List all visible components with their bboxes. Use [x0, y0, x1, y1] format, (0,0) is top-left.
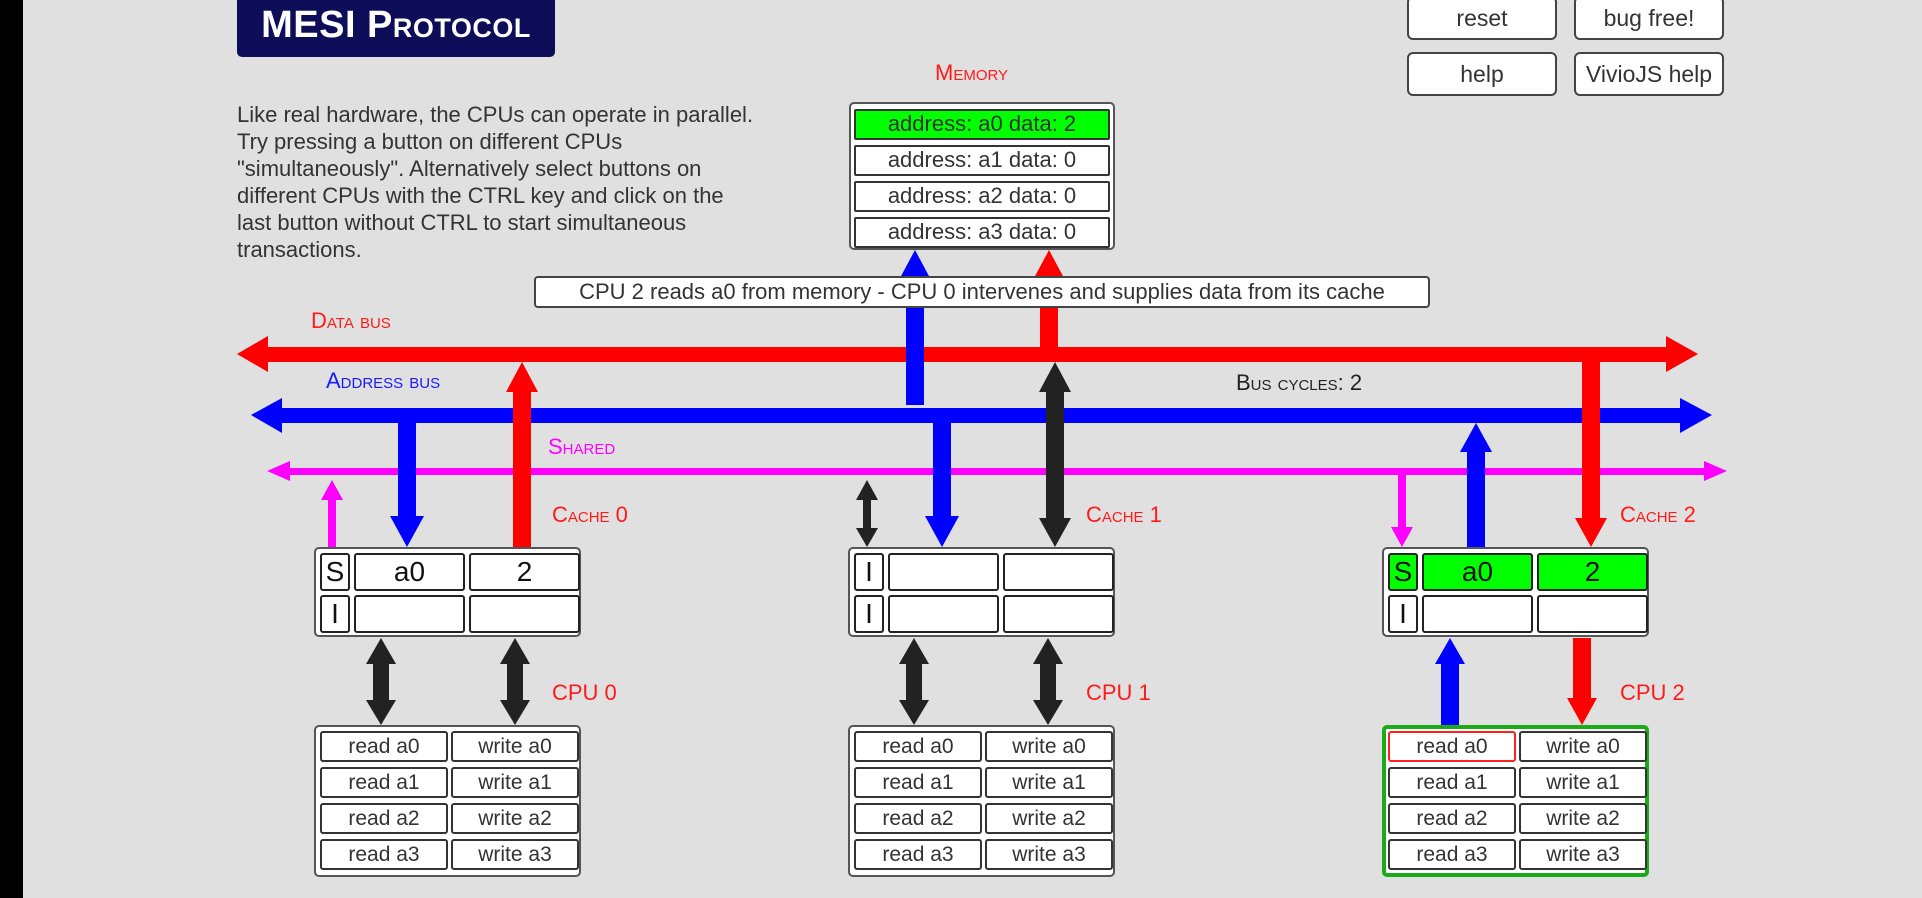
memory-row: address: a2 data: 0: [854, 181, 1110, 212]
memory-row: address: a0 data: 2: [854, 109, 1110, 140]
cache-data: 2: [469, 553, 580, 591]
cpu2-write-a2-button[interactable]: write a2: [1519, 803, 1647, 834]
cache-address: [1422, 595, 1533, 633]
viviojs-help-button[interactable]: VivioJS help: [1574, 52, 1724, 96]
cpu1-read-a3-button[interactable]: read a3: [854, 839, 982, 870]
bug-free-button[interactable]: bug free!: [1574, 0, 1724, 40]
cpu0-read-a2-button[interactable]: read a2: [320, 803, 448, 834]
cache-address: [888, 553, 999, 591]
cache1-label: Cache 1: [1086, 502, 1162, 527]
cache-state: I: [854, 553, 884, 591]
memory-row: address: a3 data: 0: [854, 217, 1110, 248]
description-text: Like real hardware, the CPUs can operate…: [237, 102, 754, 262]
address-bus-label: Address bus: [326, 368, 441, 393]
cache-data: [469, 595, 580, 633]
cpu-1-panel: read a0 write a0 read a1 write a1 read a…: [848, 725, 1115, 877]
cpu-0-panel: read a0 write a0 read a1 write a1 read a…: [314, 725, 581, 877]
cpu0-label: CPU 0: [552, 680, 617, 705]
cpu1-read-a2-button[interactable]: read a2: [854, 803, 982, 834]
cpu2-read-a1-button[interactable]: read a1: [1388, 767, 1516, 798]
cpu2-read-a0-button[interactable]: read a0: [1388, 731, 1516, 762]
shared-label: Shared: [548, 434, 616, 459]
cache0-label: Cache 0: [552, 502, 628, 527]
help-button[interactable]: help: [1407, 52, 1557, 96]
cache-state: S: [1388, 553, 1418, 591]
bus-cycles-counter: Bus cycles: 2: [1236, 370, 1363, 395]
cache-data: [1537, 595, 1648, 633]
cache-0: S a0 2 I: [314, 547, 581, 637]
reset-button[interactable]: reset: [1407, 0, 1557, 40]
cache-line: S a0 2: [1388, 553, 1648, 591]
cache-address: a0: [1422, 553, 1533, 591]
memory-panel: address: a0 data: 2 address: a1 data: 0 …: [849, 102, 1115, 250]
cpu1-read-a0-button[interactable]: read a0: [854, 731, 982, 762]
cpu2-read-a2-button[interactable]: read a2: [1388, 803, 1516, 834]
cpu-2-panel: read a0 write a0 read a1 write a1 read a…: [1382, 725, 1649, 877]
cpu0-write-a3-button[interactable]: write a3: [451, 839, 579, 870]
cache-address: [888, 595, 999, 633]
cpu0-read-a1-button[interactable]: read a1: [320, 767, 448, 798]
cpu2-read-a3-button[interactable]: read a3: [1388, 839, 1516, 870]
cache-line: I: [854, 595, 1114, 633]
transaction-message: CPU 2 reads a0 from memory - CPU 0 inter…: [534, 276, 1430, 308]
cache-line: I: [1388, 595, 1648, 633]
cache-state: I: [854, 595, 884, 633]
cpu2-write-a1-button[interactable]: write a1: [1519, 767, 1647, 798]
cache-data: 2: [1537, 553, 1648, 591]
cache-line: I: [320, 595, 580, 633]
cache-state: S: [320, 553, 350, 591]
cache2-label: Cache 2: [1620, 502, 1696, 527]
memory-label: Memory: [935, 60, 1009, 85]
cache-address: a0: [354, 553, 465, 591]
cpu1-label: CPU 1: [1086, 680, 1151, 705]
cpu2-write-a0-button[interactable]: write a0: [1519, 731, 1647, 762]
cpu1-read-a1-button[interactable]: read a1: [854, 767, 982, 798]
cache-2: S a0 2 I: [1382, 547, 1649, 637]
cache-state: I: [320, 595, 350, 633]
cpu0-write-a2-button[interactable]: write a2: [451, 803, 579, 834]
cache-data: [1003, 553, 1114, 591]
cpu1-write-a1-button[interactable]: write a1: [985, 767, 1113, 798]
page-title: MESI Protocol: [237, 0, 555, 57]
cpu0-write-a1-button[interactable]: write a1: [451, 767, 579, 798]
cpu0-read-a3-button[interactable]: read a3: [320, 839, 448, 870]
cpu2-write-a3-button[interactable]: write a3: [1519, 839, 1647, 870]
cache-state: I: [1388, 595, 1418, 633]
cpu0-write-a0-button[interactable]: write a0: [451, 731, 579, 762]
cpu1-write-a0-button[interactable]: write a0: [985, 731, 1113, 762]
cache-1: I I: [848, 547, 1115, 637]
cpu2-label: CPU 2: [1620, 680, 1685, 705]
cache-line: S a0 2: [320, 553, 580, 591]
cache-line: I: [854, 553, 1114, 591]
cache-address: [354, 595, 465, 633]
data-bus-label: Data bus: [311, 308, 391, 333]
memory-row: address: a1 data: 0: [854, 145, 1110, 176]
cache-data: [1003, 595, 1114, 633]
cpu1-write-a3-button[interactable]: write a3: [985, 839, 1113, 870]
cpu0-read-a0-button[interactable]: read a0: [320, 731, 448, 762]
cpu1-write-a2-button[interactable]: write a2: [985, 803, 1113, 834]
